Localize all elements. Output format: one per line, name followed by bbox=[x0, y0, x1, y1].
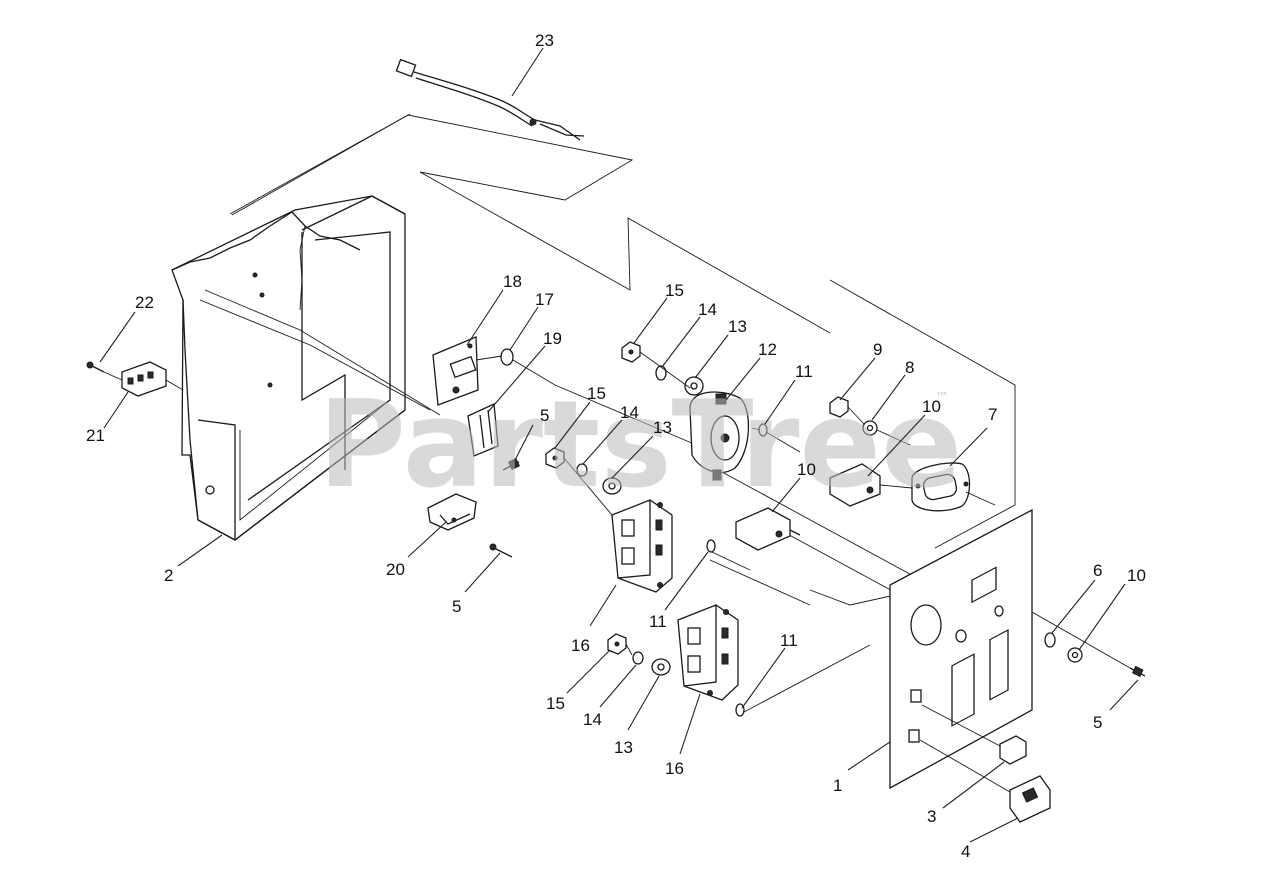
callout-11-middle: 11 bbox=[649, 612, 667, 631]
part-5-screw-lower bbox=[489, 543, 513, 558]
part-16-receptacle-lower bbox=[677, 604, 739, 701]
part-19-clip bbox=[467, 403, 499, 457]
callout-4: 4 bbox=[961, 842, 970, 861]
callout-5-right: 5 bbox=[1093, 713, 1102, 732]
assembly-axis-lines bbox=[103, 351, 1131, 793]
part-18-bracket bbox=[432, 336, 479, 406]
callout-8: 8 bbox=[905, 358, 914, 377]
part-7-outlet bbox=[911, 462, 971, 512]
part-12-receptacle-twistlock bbox=[689, 391, 750, 481]
watermark-text: PartsTree bbox=[318, 376, 962, 515]
callout-10-center: 10 bbox=[797, 460, 816, 479]
watermark-trademark: ™ bbox=[935, 390, 949, 406]
part-15-nut-middle bbox=[545, 447, 565, 469]
callout-13-lower: 13 bbox=[614, 738, 633, 757]
callout-14-upper: 14 bbox=[698, 300, 717, 319]
part-10-breaker-upper bbox=[829, 463, 881, 507]
callout-10-upper: 10 bbox=[922, 397, 941, 416]
callout-13-upper: 13 bbox=[728, 317, 747, 336]
part-11-oring-lower bbox=[735, 703, 745, 717]
part-14-washer-middle bbox=[576, 463, 588, 477]
part-15-nut-lower bbox=[607, 633, 627, 655]
callout-19: 19 bbox=[543, 329, 562, 348]
part-16-receptacle-upper bbox=[611, 499, 673, 593]
part-8-washer bbox=[862, 420, 878, 436]
part-1-control-panel bbox=[889, 508, 1033, 790]
part-5-screw-upper bbox=[502, 458, 520, 471]
callout-18: 18 bbox=[503, 272, 522, 291]
part-10-breaker-center bbox=[735, 507, 801, 551]
callout-9: 9 bbox=[873, 340, 882, 359]
callout-15-upper: 15 bbox=[665, 281, 684, 300]
callout-23: 23 bbox=[535, 31, 554, 50]
callout-labels: 23 22 21 18 17 19 5 2 20 5 15 14 13 12 1… bbox=[86, 31, 1146, 861]
part-17-washer bbox=[500, 348, 514, 366]
part-3-switch bbox=[999, 735, 1027, 765]
part-13-washer-lower bbox=[651, 658, 671, 676]
callout-17: 17 bbox=[535, 290, 554, 309]
callout-3: 3 bbox=[927, 807, 936, 826]
callout-20: 20 bbox=[386, 560, 405, 579]
part-9-nut bbox=[829, 396, 849, 418]
part-21-terminal-block bbox=[121, 361, 167, 397]
callout-13-middle: 13 bbox=[653, 418, 672, 437]
watermark: PartsTree ™ bbox=[318, 376, 962, 515]
callout-16-lower: 16 bbox=[665, 759, 684, 778]
part-22-screw bbox=[86, 361, 105, 373]
callout-5-upper: 5 bbox=[540, 406, 549, 425]
part-10-nut-right bbox=[1067, 647, 1083, 663]
part-5-screw-right bbox=[1129, 665, 1146, 677]
callout-14-lower: 14 bbox=[583, 710, 602, 729]
callout-10-right: 10 bbox=[1127, 566, 1146, 585]
callout-2: 2 bbox=[164, 566, 173, 585]
envelope-lines bbox=[229, 113, 1016, 606]
callout-7: 7 bbox=[988, 405, 997, 424]
callout-1: 1 bbox=[833, 776, 842, 795]
callout-21: 21 bbox=[86, 426, 105, 445]
callout-12: 12 bbox=[758, 340, 777, 359]
part-13-washer-upper bbox=[684, 376, 704, 396]
part-11-oring-middle bbox=[706, 539, 716, 553]
part-15-nut-upper bbox=[621, 341, 641, 363]
callout-6: 6 bbox=[1093, 561, 1102, 580]
callout-15-lower: 15 bbox=[546, 694, 565, 713]
callout-15-middle: 15 bbox=[587, 384, 606, 403]
part-20-switch bbox=[427, 493, 477, 531]
part-23-harness bbox=[395, 58, 585, 141]
callout-22: 22 bbox=[135, 293, 154, 312]
part-6-washer bbox=[1044, 632, 1056, 648]
leader-lines bbox=[99, 47, 1139, 843]
part-2-housing bbox=[171, 195, 441, 542]
part-14-washer-upper bbox=[655, 365, 667, 381]
callout-11-upper: 11 bbox=[795, 362, 813, 381]
part-14-washer-lower bbox=[632, 651, 644, 665]
callout-16-upper: 16 bbox=[571, 636, 590, 655]
callout-14-middle: 14 bbox=[620, 403, 639, 422]
callout-5-lower: 5 bbox=[452, 597, 461, 616]
callout-11-lower: 11 bbox=[780, 631, 798, 650]
part-4-rocker-switch bbox=[1009, 775, 1051, 823]
